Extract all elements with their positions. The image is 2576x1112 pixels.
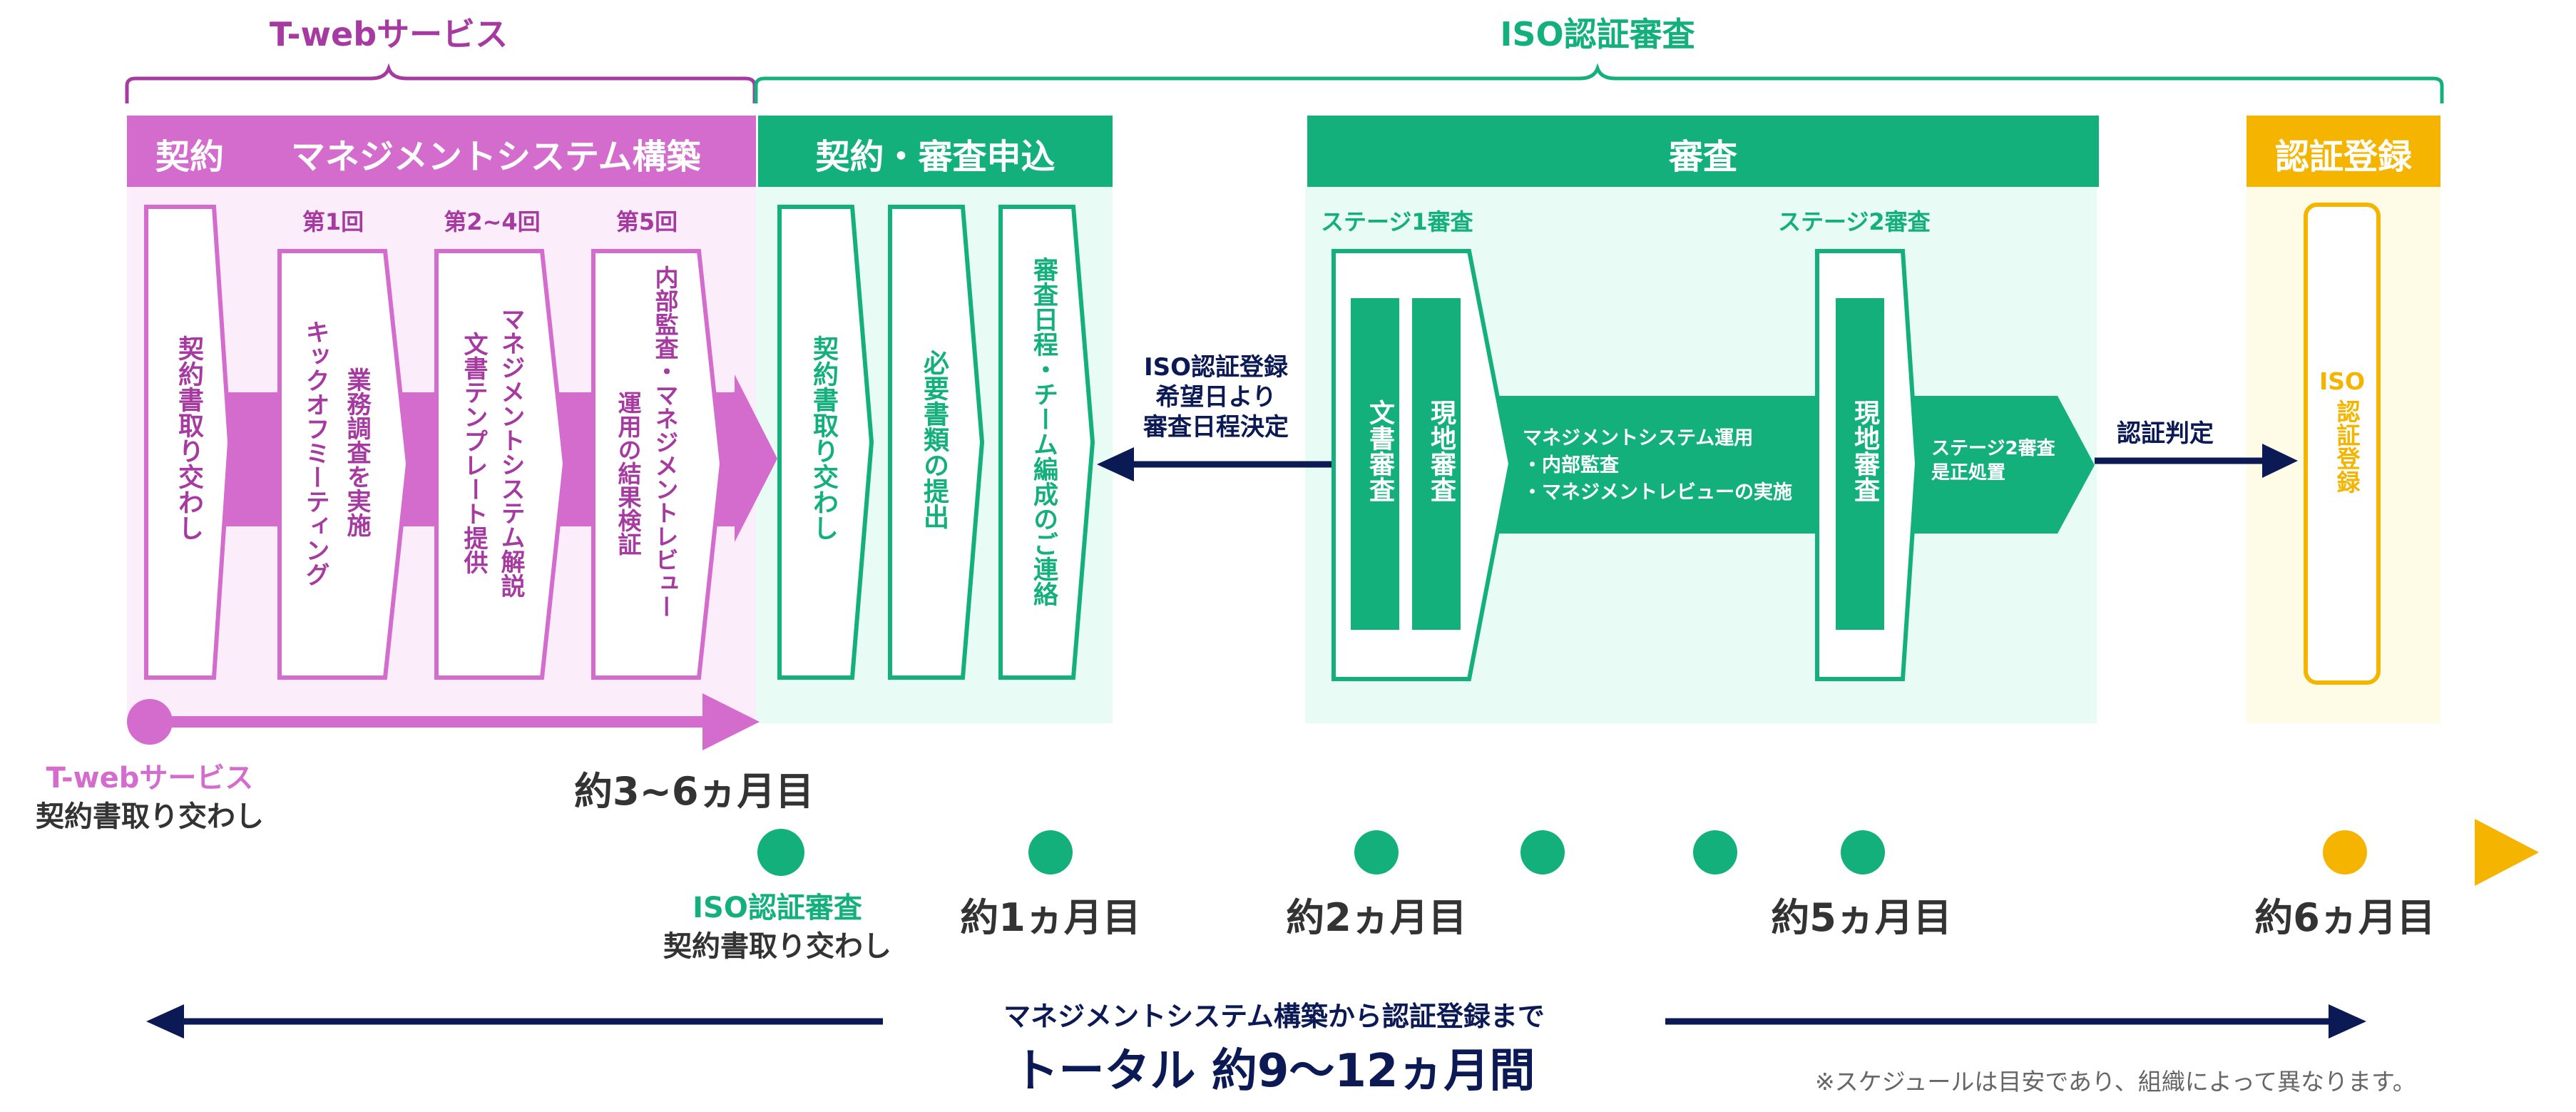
stage2-site-text: 現地審査 xyxy=(1850,399,1879,502)
audit-header: 審査 xyxy=(1668,137,1737,177)
total-arrow-right-head xyxy=(2329,1004,2366,1039)
iso-timeline-start xyxy=(757,829,804,876)
operation-text: マネジメントシステム運用 ・内部監査 ・マネジメントレビューの実施 xyxy=(1523,425,1792,506)
iso-bracket-title: ISO認証審査 xyxy=(1500,15,1695,53)
tweb-start-sub: 契約書取り交わし xyxy=(36,800,264,833)
schedule-note: ISO認証登録 希望日より 審査日程決定 xyxy=(1116,352,1316,442)
tweb-step-4-line-1: 内部監査・マネジメントレビュー xyxy=(651,265,679,618)
iso-timeline-head xyxy=(2475,819,2539,886)
tweb-step-3-line-2: 文書テンプレート提供 xyxy=(459,332,488,574)
stage1-label: ステージ1審査 xyxy=(1321,208,1473,235)
month-label-2: 約2ヵ月目 xyxy=(1286,895,1467,940)
correction-line-2: 是正処置 xyxy=(1931,462,2006,484)
iso-bracket xyxy=(754,63,2444,103)
tweb-step-box-1 xyxy=(144,205,232,680)
correction-arrow xyxy=(1920,396,2095,534)
total-headline: トータル 約9〜12ヵ月間 xyxy=(1013,1045,1535,1098)
apply-step-box-2 xyxy=(888,205,985,680)
tweb-timeline-start xyxy=(127,699,173,745)
register-header-bar xyxy=(2247,116,2440,187)
tweb-step-3-line-1: マネジメントシステム解説 xyxy=(496,307,525,598)
apply-step-box-1 xyxy=(777,205,874,680)
iso-milestone-5 xyxy=(1841,830,1885,874)
tweb-step-box-4 xyxy=(591,249,725,680)
month-label-5: 約5ヵ月目 xyxy=(1771,895,1952,940)
stage2-site-bar xyxy=(1836,298,1884,630)
judgment-arrow-head xyxy=(2262,444,2298,478)
tweb-bracket xyxy=(125,63,757,103)
tweb-start-title: T-webサービス xyxy=(46,762,254,795)
stage1-site-text: 現地審査 xyxy=(1426,399,1456,502)
stage1-doc-bar xyxy=(1351,298,1399,630)
tweb-round-1: 第1回 xyxy=(302,208,364,235)
tweb-step-box-2 xyxy=(277,249,411,680)
tweb-round-2: 第2~4回 xyxy=(444,208,541,235)
tweb-duration: 約3~6ヵ月目 xyxy=(574,769,814,814)
register-box-text: 認証登録 xyxy=(2333,399,2361,494)
apply-step-3-text: 審査日程・チーム編成のご連絡 xyxy=(1029,257,1058,606)
iso-milestone-2 xyxy=(1354,830,1399,874)
tweb-step-2-line-1: 業務調査を実施 xyxy=(342,367,371,537)
apply-header-bar xyxy=(758,116,1113,187)
schedule-note-line-3: 審査日程決定 xyxy=(1143,413,1289,442)
stage2-label: ステージ2審査 xyxy=(1778,208,1931,235)
judgment-label: 認証判定 xyxy=(2117,419,2214,448)
stage1-doc-text: 文書審査 xyxy=(1365,399,1394,502)
schedule-note-line-1: ISO認証登録 xyxy=(1143,353,1289,382)
month-label-6: 約6ヵ月目 xyxy=(2254,895,2436,940)
total-arrow-left-head xyxy=(146,1004,184,1039)
tweb-step-2-line-2: キックオフミーティング xyxy=(301,320,329,586)
tweb-header-contract: 契約 xyxy=(155,137,225,177)
iso-start-title: ISO認証審査 xyxy=(692,892,862,924)
apply-step-1-text: 契約書取り交わし xyxy=(809,335,838,541)
tweb-step-1-text: 契約書取り交わし xyxy=(174,335,203,541)
iso-start-sub: 契約書取り交わし xyxy=(663,930,891,963)
schedule-note-line-2: 希望日より xyxy=(1155,383,1277,412)
correction-line-1: ステージ2審査 xyxy=(1931,438,2055,459)
iso-milestone-4 xyxy=(1693,830,1737,874)
register-box xyxy=(2304,203,2381,685)
operation-line-2: ・内部監査 xyxy=(1523,454,1619,476)
iso-milestone-3 xyxy=(1520,830,1565,874)
apply-header: 契約・審査申込 xyxy=(815,137,1056,177)
tweb-header-build: マネジメントシステム構築 xyxy=(291,137,701,177)
iso-milestone-6 xyxy=(2323,830,2367,874)
apply-step-2-text: 必要書類の提出 xyxy=(919,350,949,529)
apply-step-box-3 xyxy=(998,205,1095,680)
tweb-bracket-title: T-webサービス xyxy=(269,15,508,53)
tweb-step-4-line-2: 運用の結果検証 xyxy=(614,391,642,556)
stage1-site-bar xyxy=(1412,298,1461,630)
total-caption: マネジメントシステム構築から認証登録まで xyxy=(1003,1001,1545,1032)
tweb-step-box-3 xyxy=(434,249,568,680)
month-label-1: 約1ヵ月目 xyxy=(960,895,1141,940)
iso-milestone-1 xyxy=(1028,830,1073,874)
tweb-timeline-head xyxy=(702,693,760,750)
audit-header-bar xyxy=(1307,116,2099,187)
register-header: 認証登録 xyxy=(2274,137,2412,177)
schedule-arrow-head xyxy=(1097,447,1134,481)
footnote: ※スケジュールは目安であり、組織によって異なります。 xyxy=(1815,1068,2416,1096)
tweb-round-3: 第5回 xyxy=(615,208,678,235)
operation-line-1: マネジメントシステム運用 xyxy=(1523,427,1754,449)
register-box-iso: ISO xyxy=(2319,367,2366,395)
operation-line-3: ・マネジメントレビューの実施 xyxy=(1523,481,1792,504)
tweb-header-bar xyxy=(127,116,756,187)
correction-text: ステージ2審査 是正処置 xyxy=(1931,437,2055,485)
